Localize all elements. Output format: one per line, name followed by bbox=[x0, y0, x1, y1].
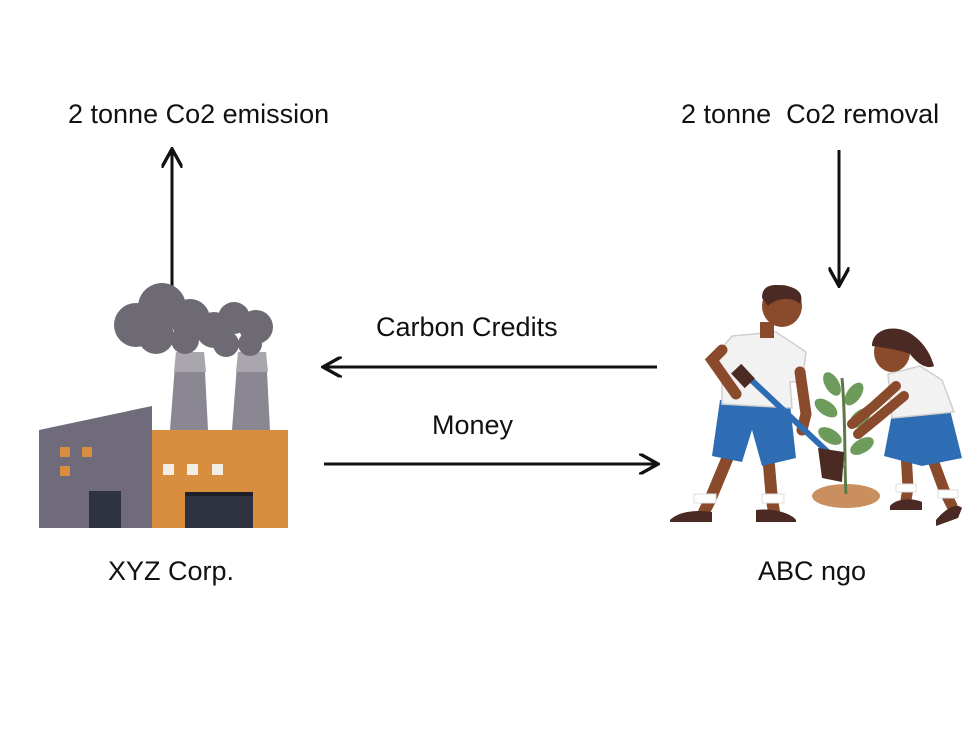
carbon-credits-label: Carbon Credits bbox=[376, 312, 558, 342]
money-label: Money bbox=[432, 410, 514, 440]
emission-label: 2 tonne Co2 emission bbox=[68, 99, 330, 129]
ngo-label: ABC ngo bbox=[758, 556, 867, 586]
removal-label: 2 tonne Co2 removal bbox=[681, 99, 940, 129]
company-label: XYZ Corp. bbox=[108, 556, 235, 586]
